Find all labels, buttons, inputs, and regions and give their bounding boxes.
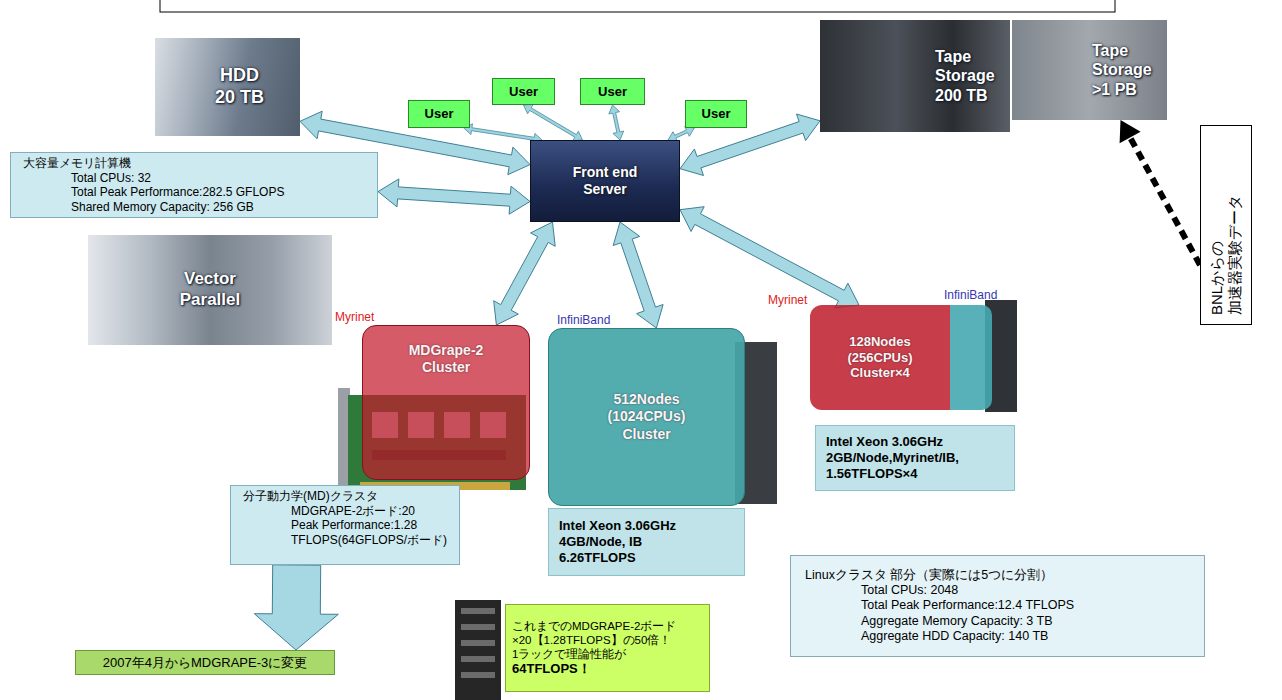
cluster-box: InfiniBand512Nodes (1024CPUs) Cluster <box>548 328 745 506</box>
node-text: 512Nodes (1024CPUs) Cluster <box>606 391 687 442</box>
network-label: Myrinet <box>335 310 374 324</box>
cluster-box: Myrinet128Nodes (256CPUs) Cluster×4 <box>810 305 950 410</box>
connector-arrow <box>254 565 338 650</box>
spec-box: Linuxクラスタ 部分（実際には5つに分割）Total CPUs: 2048T… <box>790 555 1205 657</box>
board-body <box>455 600 501 700</box>
spec-box: Intel Xeon 3.06GHz4GB/Node, IB6.26TFLOPS <box>548 508 745 576</box>
node-text: Shared Memory Capacity: 256 GB <box>19 200 369 215</box>
user-box: User <box>580 78 645 105</box>
note-box: 2007年4月からMDGRAPE-3に変更 <box>75 650 335 675</box>
node-text: 1ラックで理論性能が <box>512 647 703 661</box>
dotted-line <box>1130 138 1200 266</box>
node-text: ×20【1.28TFLOPS】の50倍！ <box>512 633 703 647</box>
node-text: Aggregate HDD Capacity: 140 TB <box>801 629 1194 644</box>
spec-box: 大容量メモリ計算機Total CPUs: 32Total Peak Perfor… <box>10 152 378 218</box>
node-text: User <box>425 106 454 122</box>
node-text: MDGRAPE-2ボード:20 <box>239 504 451 519</box>
node-text: Total Peak Performance:282.5 GFLOPS <box>19 185 369 200</box>
node-text: 128Nodes (256CPUs) Cluster×4 <box>846 334 914 382</box>
connector-arrow <box>378 179 530 214</box>
block-arrow <box>609 105 624 140</box>
node-text: Peak Performance:1.28 <box>239 518 451 533</box>
network-label: InfiniBand <box>557 313 610 327</box>
block-arrow <box>613 222 663 328</box>
node-text: 2007年4月からMDGRAPE-3に変更 <box>103 655 307 671</box>
node-text: Total Peak Performance:12.4 TFLOPS <box>801 598 1194 613</box>
node-text: 大容量メモリ計算機 <box>19 156 369 171</box>
cluster-box: MyrinetMDGrape-2 Cluster <box>362 325 530 480</box>
node-text: これまでのMDGRAPE-2ボード <box>512 619 703 633</box>
node-text: 1.56TFLOPS×4 <box>826 466 1004 482</box>
mdgrape3-board <box>455 600 501 700</box>
node-text: TFLOPS(64GFLOPS/ボード) <box>239 533 451 548</box>
network-label: Myrinet <box>768 293 807 307</box>
block-arrow <box>378 179 530 214</box>
node-text: Tape Storage 200 TB <box>935 47 998 106</box>
board-stripe <box>461 672 495 678</box>
node-text: User <box>598 84 627 100</box>
node-text: Total CPUs: 32 <box>19 171 369 186</box>
connector-arrow <box>524 104 583 140</box>
node-text: 分子動力学(MD)クラスタ <box>239 489 451 504</box>
vector-machine: Vector Parallel <box>88 235 332 345</box>
connector-arrow <box>609 105 624 140</box>
block-arrow <box>680 207 859 308</box>
hdd-unit: HDD 20 TB <box>155 38 300 136</box>
node-text: Intel Xeon 3.06GHz <box>559 518 734 534</box>
node-text: Aggregate Memory Capacity: 3 TB <box>801 614 1194 629</box>
tape-storage: Tape Storage 200 TB <box>820 20 1010 132</box>
connector-arrow <box>1120 120 1200 265</box>
node-text: Linuxクラスタ 部分（実際には5つに分割） <box>801 568 1194 583</box>
node-text: Total CPUs: 2048 <box>801 583 1194 598</box>
network-segment: InfiniBand <box>950 305 992 410</box>
board-stripe <box>461 608 495 614</box>
top-frame <box>160 0 1115 12</box>
server-box: Front end Server <box>530 140 680 222</box>
node-text: Vector Parallel <box>178 269 242 310</box>
spec-box: Intel Xeon 3.06GHz2GB/Node,Myrinet/IB,1.… <box>815 425 1015 491</box>
connector-arrow <box>680 207 859 308</box>
block-arrow <box>494 222 556 325</box>
connector-arrow <box>494 222 556 325</box>
board-stripe <box>461 656 495 662</box>
user-box: User <box>408 100 470 128</box>
rotated-text-holder: BNLからの 加速器実験データ <box>1200 125 1252 325</box>
arrow-head <box>1120 120 1141 143</box>
node-text: 2GB/Node,Myrinet/IB, <box>826 450 1004 466</box>
node-text: MDGrape-2 Cluster <box>407 342 485 376</box>
user-box: User <box>685 100 747 128</box>
network-label: InfiniBand <box>944 288 997 302</box>
block-arrow <box>524 104 583 140</box>
block-arrow <box>254 565 338 650</box>
node-text: 64TFLOPS！ <box>512 661 703 677</box>
node-text: BNLからの 加速器実験データ <box>1208 192 1245 315</box>
connector-arrow <box>613 222 663 328</box>
node-text: User <box>702 106 731 122</box>
user-box: User <box>492 78 555 105</box>
node-text: 6.26TFLOPS <box>559 550 734 566</box>
node-text: HDD 20 TB <box>214 65 266 109</box>
spec-box: 分子動力学(MD)クラスタMDGRAPE-2ボード:20Peak Perform… <box>230 485 460 565</box>
tape-storage: Tape Storage >1 PB <box>1012 20 1167 120</box>
node-text: User <box>509 84 538 100</box>
board-stripe <box>461 624 495 630</box>
node-text: Front end Server <box>571 164 639 198</box>
note-box: これまでのMDGRAPE-2ボード×20【1.28TFLOPS】の50倍！1ラッ… <box>505 604 710 692</box>
node-text: Intel Xeon 3.06GHz <box>826 434 1004 450</box>
node-text: Tape Storage >1 PB <box>1092 41 1155 100</box>
board-stripe <box>461 640 495 646</box>
data-source-box: BNLからの 加速器実験データ <box>1200 125 1252 325</box>
node-text: 4GB/Node, IB <box>559 534 734 550</box>
